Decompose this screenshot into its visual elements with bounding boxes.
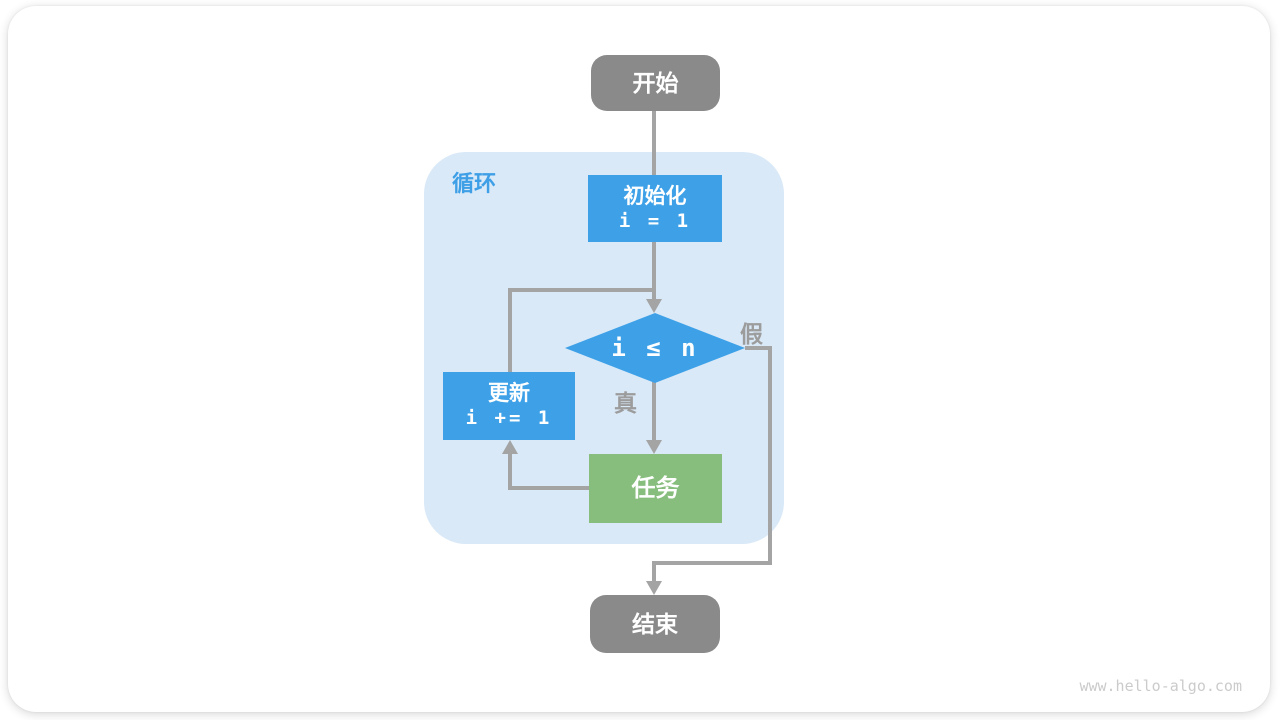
edge-cond-true-to-task (652, 381, 656, 441)
edge-cond-false-horizontal-top (745, 346, 772, 350)
node-task-label: 任务 (631, 474, 680, 502)
edge-cond-false-horizontal-bottom (652, 561, 772, 565)
node-init-code: i = 1 (618, 209, 692, 232)
edge-label-false: 假 (740, 321, 763, 347)
arrowhead-into-end (646, 581, 662, 595)
arrowhead-into-cond (646, 299, 662, 313)
node-end-label: 结束 (632, 610, 678, 637)
node-update-code: i += 1 (465, 407, 553, 430)
edge-update-to-cond-vertical (508, 288, 512, 372)
edge-update-to-cond-horizontal (508, 288, 656, 292)
edge-init-to-cond (652, 242, 656, 300)
node-update: 更新 i += 1 (443, 372, 575, 440)
edge-task-to-update-vertical (508, 452, 512, 490)
watermark: www.hello-algo.com (1079, 677, 1242, 695)
edge-cond-false-vertical-end (652, 561, 656, 583)
node-end: 结束 (590, 595, 720, 653)
edge-task-to-update-horizontal (508, 486, 592, 490)
arrowhead-into-update (502, 440, 518, 454)
node-cond-label: i ≤ n (611, 334, 699, 362)
edge-start-to-init (652, 111, 656, 176)
arrowhead-into-task (646, 440, 662, 454)
node-start-label: 开始 (632, 69, 679, 96)
node-init-label: 初始化 (623, 184, 687, 208)
edge-cond-false-vertical-right (768, 346, 772, 565)
node-init: 初始化 i = 1 (588, 175, 722, 242)
loop-label: 循环 (452, 171, 497, 196)
edge-label-true: 真 (614, 390, 637, 416)
node-update-label: 更新 (488, 382, 530, 405)
node-start: 开始 (591, 55, 720, 111)
node-task: 任务 (589, 454, 722, 523)
